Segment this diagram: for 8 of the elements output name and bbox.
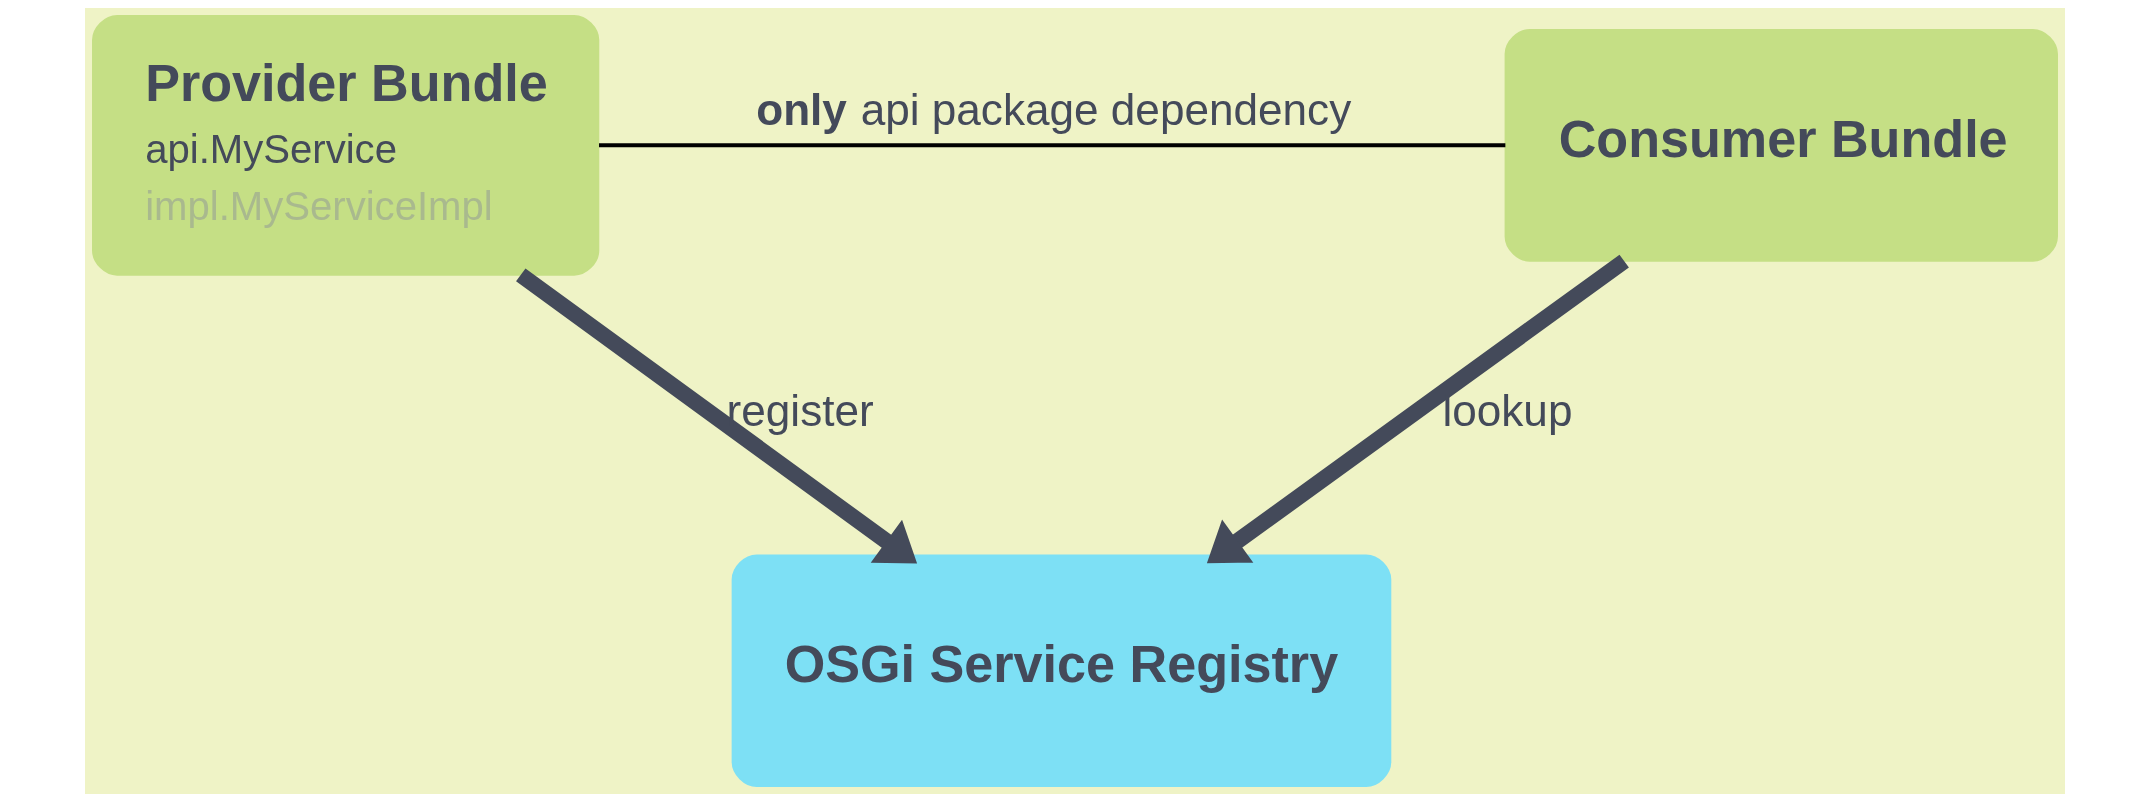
edge-label: register (726, 386, 874, 436)
node-box: OSGi Service Registry (731, 554, 1391, 787)
arrow (1206, 254, 1629, 564)
node-box: Consumer Bundle (1504, 29, 2058, 262)
edge-label: lookup (1441, 386, 1572, 436)
edge-label: only api package dependency (755, 84, 1351, 134)
arrow (515, 268, 917, 564)
connector (598, 143, 1505, 148)
